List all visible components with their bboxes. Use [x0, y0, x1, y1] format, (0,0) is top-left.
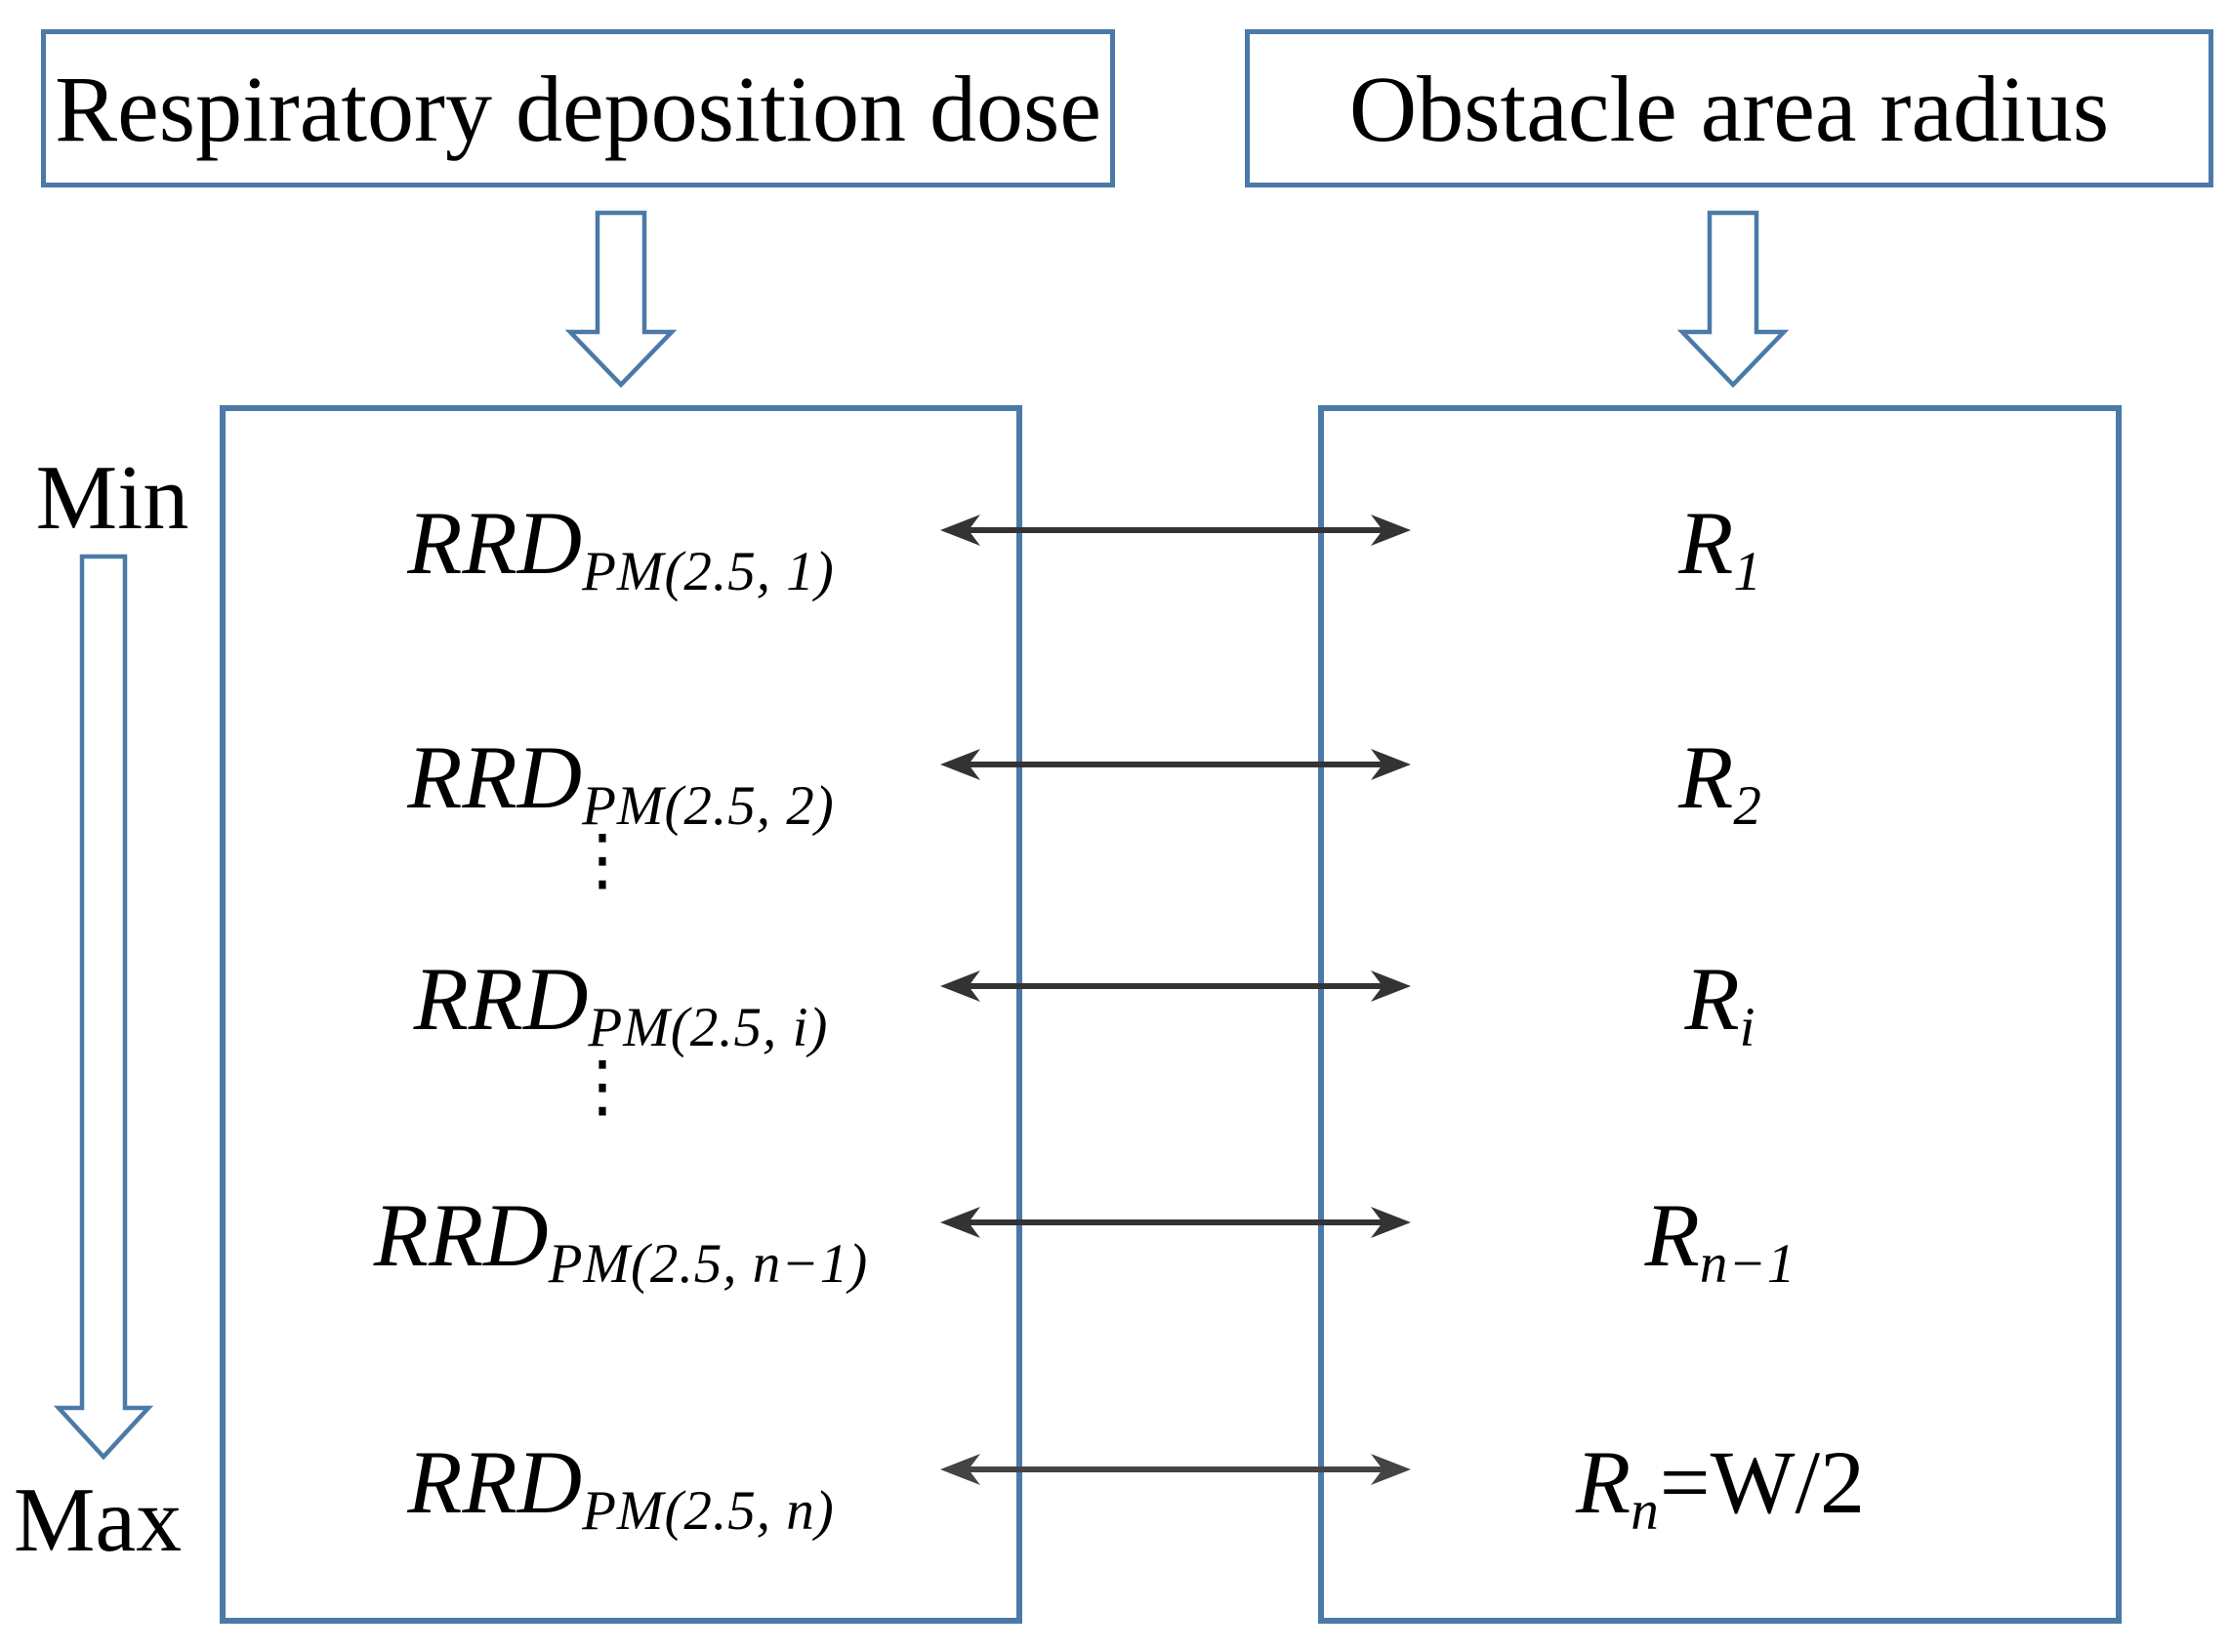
- radius-sub-n-1: n−1: [1699, 1233, 1796, 1296]
- rrd-sub-2: PM(2.5, 2): [582, 775, 835, 838]
- max-label: Max: [13, 1469, 183, 1571]
- rrd-sub-i: PM(2.5, i): [588, 997, 829, 1059]
- min-max-direction-arrow: [53, 554, 154, 1461]
- radius-sub-i: i: [1739, 997, 1756, 1059]
- rrd-row-n: RRDPM(2.5, n): [407, 1437, 835, 1539]
- radius-sub-1: 1: [1733, 541, 1762, 603]
- radius-main-2: R: [1678, 727, 1734, 827]
- rrd-row-i: RRDPM(2.5, i): [414, 954, 829, 1055]
- ellipsis-dots-upper: ⋮: [568, 819, 637, 899]
- rrd-main-2: RRD: [407, 727, 583, 827]
- rrd-main-1: RRD: [407, 493, 583, 593]
- radius-suffix-n: =W/2: [1659, 1432, 1865, 1532]
- radius-row-n-1: Rn−1: [1645, 1190, 1796, 1292]
- radius-list-box: [1318, 405, 2122, 1624]
- rrd-sub-n-1: PM(2.5, n−1): [548, 1233, 869, 1296]
- radius-sub-2: 2: [1733, 775, 1762, 838]
- rrd-row-2: RRDPM(2.5, 2): [407, 732, 835, 834]
- ellipsis-dots-lower: ⋮: [568, 1046, 637, 1126]
- radius-main-n: R: [1576, 1432, 1631, 1532]
- rrd-row-n-1: RRDPM(2.5, n−1): [374, 1190, 869, 1292]
- down-block-arrow-left: [564, 210, 678, 389]
- radius-row-1: R1: [1678, 498, 1762, 599]
- header-box-obstacle-area-radius: Obstacle area radius: [1245, 29, 2213, 187]
- radius-row-2: R2: [1678, 732, 1762, 834]
- min-label: Min: [35, 447, 189, 549]
- rrd-sub-1: PM(2.5, 1): [582, 541, 835, 603]
- radius-main-n-1: R: [1644, 1185, 1700, 1285]
- rrd-main-n-1: RRD: [373, 1185, 549, 1285]
- radius-main-i: R: [1684, 949, 1740, 1049]
- rrd-sub-n: PM(2.5, n): [582, 1480, 835, 1543]
- header-label-left: Respiratory deposition dose: [55, 56, 1101, 161]
- header-box-respiratory-deposition-dose: Respiratory deposition dose: [41, 29, 1115, 187]
- down-block-arrow-right: [1676, 210, 1790, 389]
- radius-sub-n: n: [1631, 1480, 1660, 1543]
- radius-row-i: Ri: [1684, 954, 1755, 1055]
- rrd-main-n: RRD: [407, 1432, 583, 1532]
- radius-main-1: R: [1678, 493, 1734, 593]
- header-label-right: Obstacle area radius: [1348, 56, 2110, 161]
- radius-row-n: Rn=W/2: [1576, 1437, 1865, 1539]
- rrd-list-box: [220, 405, 1022, 1624]
- rrd-row-1: RRDPM(2.5, 1): [407, 498, 835, 599]
- rrd-main-i: RRD: [413, 949, 589, 1049]
